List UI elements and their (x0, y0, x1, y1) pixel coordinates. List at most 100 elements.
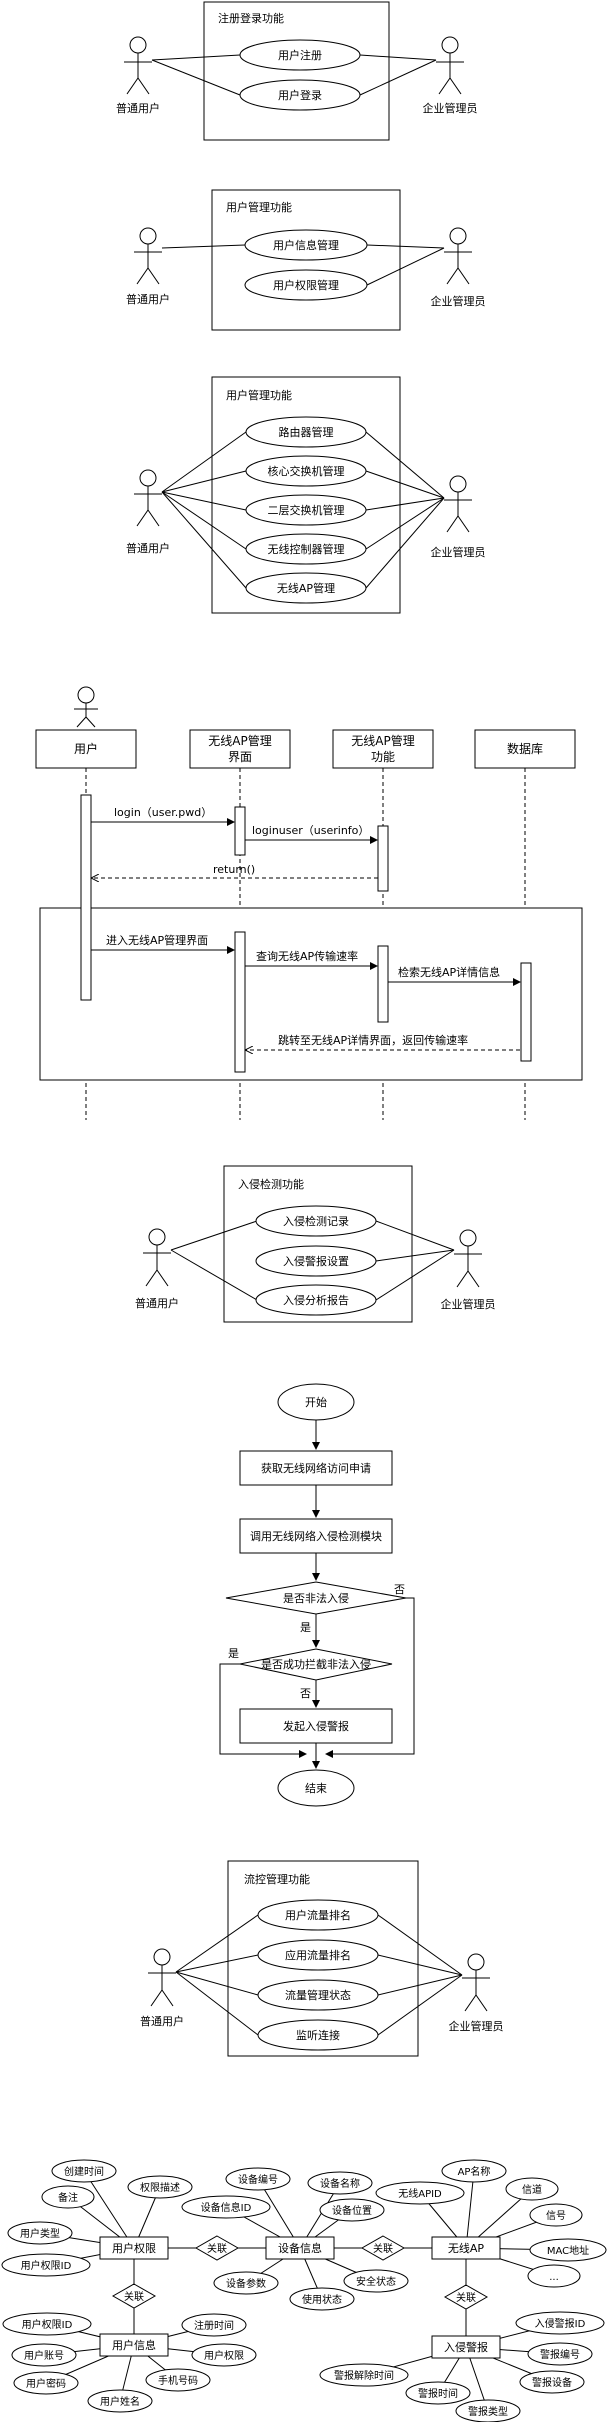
er-attribute-label: 设备编号 (238, 2173, 278, 2186)
usecase-label: 用户信息管理 (273, 238, 339, 252)
er-attribute-label: 安全状态 (356, 2275, 396, 2288)
usecase-intrusion: 入侵检测功能 普通用户 企业管理员 入侵检测记录 入侵警报设置 入侵分析报告 (135, 1165, 496, 1323)
usecase-label: 核心交换机管理 (268, 464, 345, 478)
usecase-label: 入侵检测记录 (283, 1214, 349, 1228)
lifeline-label-line2: 界面 (228, 750, 252, 764)
er-attribute-label: 无线APID (398, 2187, 442, 2200)
er-entity (265, 2236, 335, 2260)
usecase-traffic-item (257, 2019, 379, 2051)
usecase-user-management: 用户管理功能 普通用户 企业管理员 用户信息管理 用户权限管理 (126, 189, 486, 331)
actor-normal-user: 普通用户 (116, 36, 160, 115)
actor-enterprise-admin: 企业管理员 (449, 1953, 504, 2033)
er-entity (431, 2236, 501, 2260)
er-attribute (7, 2221, 73, 2245)
er-attribute (127, 2175, 193, 2199)
combined-fragment (39, 907, 583, 1081)
usecase-network-item (245, 572, 367, 604)
flow-label: 开始 (305, 1395, 327, 1409)
er-attribute-label: 设备信息ID (201, 2201, 252, 2214)
lifeline-label-line1: 无线AP管理 (351, 733, 414, 748)
er-attribute (1, 2253, 91, 2277)
usecase-network-item (245, 533, 367, 565)
er-attribute (41, 2185, 95, 2209)
er-attribute (289, 2287, 355, 2311)
usecase-register-login: 注册登录功能 普通用户 企业管理员 用户注册 用户登录 (116, 1, 478, 141)
lifeline-label: 数据库 (507, 741, 543, 756)
er-attribute (307, 2171, 373, 2195)
er-attribute-label: MAC地址 (547, 2244, 589, 2257)
er-attribute-label: 用户姓名 (100, 2395, 140, 2408)
usecase-label: 无线控制器管理 (268, 542, 345, 556)
actor-label: 企业管理员 (449, 2019, 504, 2033)
er-attribute (51, 2159, 117, 2183)
er-attribute-label: 信道 (522, 2183, 542, 2196)
usecase-user-info (244, 229, 368, 261)
er-attribute-label: AP名称 (458, 2165, 491, 2178)
sequence-diagram: 用户 无线AP管理 界面 无线AP管理 功能 数据库 login（user.pw… (35, 686, 583, 1120)
flow-label: 获取无线网络访问申请 (261, 1461, 371, 1475)
er-attribute-label: 使用状态 (302, 2293, 342, 2306)
flow-label: 是否非法入侵 (283, 1591, 349, 1605)
er-entity-label: 用户权限 (112, 2241, 156, 2255)
usecase-intrusion-record (255, 1205, 377, 1237)
msg-label: login（user.pwd） (114, 806, 212, 819)
er-attribute (2, 2312, 92, 2336)
usecase-user-permission (244, 269, 368, 301)
usecase-label: 用户登录 (278, 88, 322, 102)
er-attribute-label: 入侵警报ID (535, 2317, 586, 2330)
er-attribute-label: 用户权限ID (22, 2318, 73, 2331)
er-attribute (191, 2343, 257, 2367)
actor-normal-user: 普通用户 (135, 1228, 179, 1310)
lifeline-head-user (74, 686, 98, 728)
er-attribute (375, 2181, 465, 2205)
er-attribute (319, 2198, 385, 2222)
er-attribute (527, 2342, 593, 2366)
er-attribute (13, 2371, 79, 2395)
boundary-title: 用户管理功能 (226, 388, 292, 402)
er-attribute (343, 2269, 409, 2293)
usecase-network-item (245, 416, 367, 448)
er-entity-label: 用户信息 (112, 2338, 156, 2352)
usecase-label: 路由器管理 (279, 425, 334, 439)
actor-enterprise-admin: 企业管理员 (423, 36, 478, 115)
flow-branch-no: 否 (394, 1583, 405, 1596)
usecase-label: 入侵警报设置 (283, 1254, 349, 1268)
er-attribute-label: 设备位置 (332, 2204, 372, 2217)
er-attribute-label: 用户类型 (20, 2227, 60, 2240)
er-attribute (405, 2381, 471, 2405)
flow-label: 发起入侵警报 (283, 1719, 349, 1733)
er-attribute (441, 2159, 507, 2183)
er-attribute (505, 2177, 559, 2201)
flow-step-get-request (239, 1450, 393, 1486)
usecase-traffic-item (257, 1979, 379, 2011)
boundary-title: 注册登录功能 (218, 11, 284, 25)
er-attribute-label: 警报解除时间 (334, 2369, 394, 2382)
er-attribute-label: 设备参数 (226, 2277, 266, 2290)
activation-ui-2 (234, 931, 246, 1073)
actor-label: 企业管理员 (431, 294, 486, 308)
usecase-label: 二层交换机管理 (268, 503, 345, 517)
activation-func (377, 825, 389, 892)
lifeline-ap-ui (189, 729, 291, 769)
er-attribute-label: 警报编号 (540, 2348, 580, 2361)
er-entity (99, 2333, 169, 2357)
actor-label: 企业管理员 (441, 1297, 496, 1311)
usecase-network-item (245, 455, 367, 487)
er-attribute-label: 用户权限ID (21, 2259, 72, 2272)
er-attribute-label: 用户密码 (26, 2377, 66, 2390)
er-attribute-label: 权限描述 (140, 2181, 180, 2194)
flow-end (277, 1769, 355, 1807)
usecase-network-management: 用户管理功能 普通用户 企业管理员 路由器管理核心交换机管理二层交换机管理无线控… (126, 376, 486, 614)
actor-label: 企业管理员 (423, 101, 478, 115)
er-attribute-label: 备注 (58, 2191, 78, 2204)
msg-label: return() (213, 863, 255, 876)
activation-db (520, 962, 532, 1062)
msg-label: 检索无线AP详情信息 (398, 965, 500, 979)
er-relation (194, 2235, 240, 2261)
er-attribute-label: 注册时间 (194, 2319, 234, 2332)
er-attribute (11, 2343, 77, 2367)
boundary-title: 流控管理功能 (244, 1872, 310, 1886)
er-attribute-label: 警报类型 (468, 2405, 508, 2418)
usecase-intrusion-report (255, 1284, 377, 1316)
